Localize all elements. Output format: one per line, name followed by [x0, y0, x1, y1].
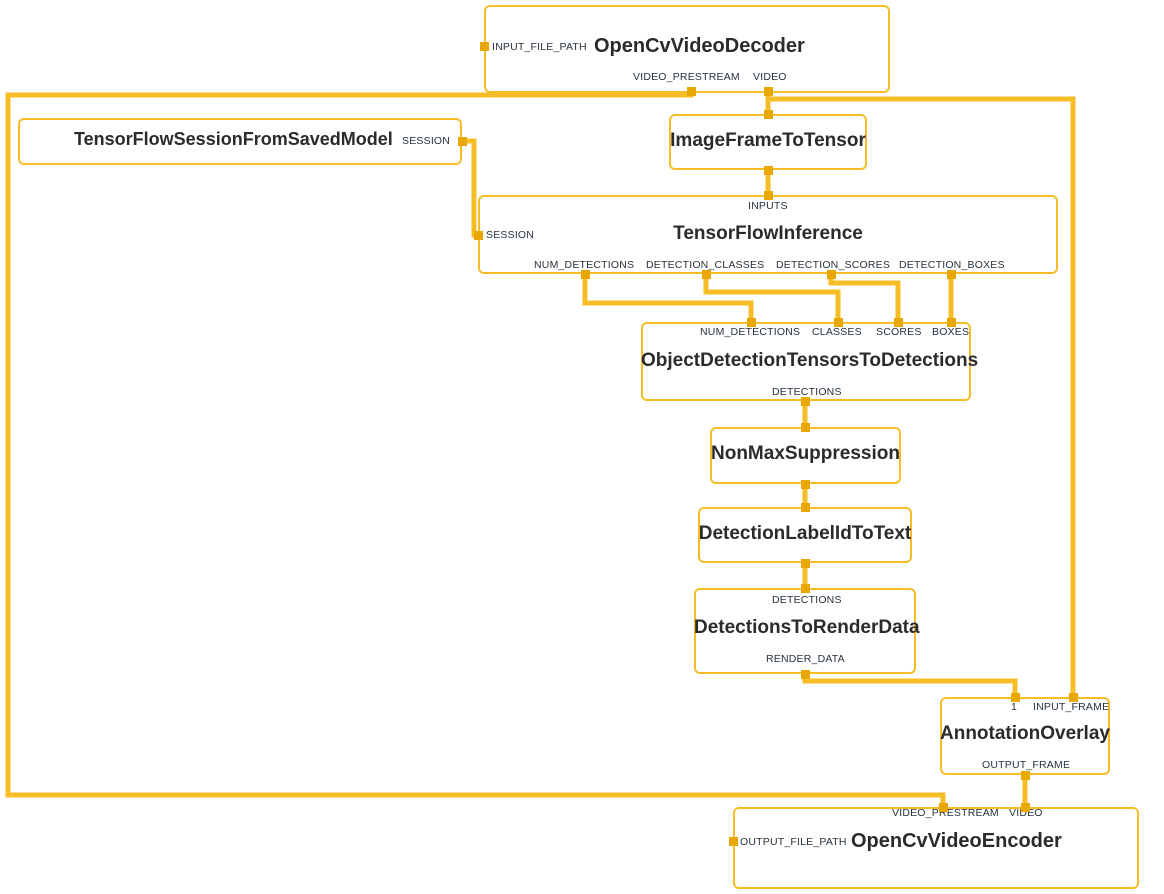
- port-encoder-video[interactable]: [1021, 803, 1030, 812]
- port-dlit-in[interactable]: [801, 503, 810, 512]
- port-label-inference-inputs: INPUTS: [748, 200, 788, 212]
- node-title-opencv-video-decoder: OpenCvVideoDecoder: [594, 35, 805, 57]
- port-label-odt-detections-out: DETECTIONS: [772, 386, 842, 398]
- node-title-image-frame-to-tensor: ImageFrameToTensor: [670, 130, 866, 151]
- port-label-session-out: SESSION: [402, 135, 451, 147]
- node-title-detection-label-id-to-text: DetectionLabelIdToText: [698, 523, 912, 544]
- port-label-odt-num-detections: NUM_DETECTIONS: [700, 326, 801, 338]
- port-overlay-input-frame[interactable]: [1069, 693, 1078, 702]
- port-overlay-index-one[interactable]: [1011, 693, 1020, 702]
- port-label-encoder-video: VIDEO: [1009, 807, 1043, 819]
- port-label-inference-detection-boxes: DETECTION_BOXES: [899, 259, 1005, 271]
- port-label-overlay-input-frame: INPUT_FRAME: [1033, 701, 1110, 713]
- port-odt-num-detections[interactable]: [747, 318, 756, 327]
- wire-num-detections: [582, 274, 754, 327]
- port-decoder-video[interactable]: [764, 87, 773, 96]
- port-label-inference-session: SESSION: [486, 229, 535, 241]
- port-inference-detection-scores[interactable]: [827, 270, 836, 279]
- port-odt-detections-out[interactable]: [801, 397, 810, 406]
- port-overlay-output-frame[interactable]: [1021, 771, 1030, 780]
- port-dtrd-render-data-out[interactable]: [801, 670, 810, 679]
- port-label-encoder-output-file-path: OUTPUT_FILE_PATH: [740, 836, 847, 848]
- port-label-dtrd-render-data-out: RENDER_DATA: [766, 653, 845, 665]
- port-label-overlay-index-one: 1: [1011, 701, 1018, 713]
- port-nms-in[interactable]: [801, 423, 810, 432]
- port-label-encoder-video-prestream: VIDEO_PRESTREAM: [892, 807, 999, 819]
- port-encoder-output-file-path[interactable]: [729, 837, 738, 846]
- port-inference-session[interactable]: [474, 231, 483, 240]
- wire-detection-classes: [703, 274, 841, 327]
- node-opencv-video-encoder[interactable]: [733, 807, 1139, 889]
- port-inference-detection-classes[interactable]: [702, 270, 711, 279]
- port-label-input-file-path: INPUT_FILE_PATH: [492, 41, 587, 53]
- port-label-inference-num-detections: NUM_DETECTIONS: [534, 259, 635, 271]
- port-image-frame-to-tensor-out[interactable]: [764, 166, 773, 175]
- node-opencv-video-decoder[interactable]: [484, 5, 890, 93]
- port-encoder-video-prestream[interactable]: [939, 803, 948, 812]
- port-session-output[interactable]: [458, 137, 467, 146]
- node-title-tensorflow-inference: TensorFlowInference: [673, 223, 863, 244]
- node-title-tensorflow-session-from-saved-model: TensorFlowSessionFromSavedModel: [74, 129, 393, 149]
- port-label-dtrd-detections-in: DETECTIONS: [772, 594, 842, 606]
- port-dtrd-detections-in[interactable]: [801, 584, 810, 593]
- port-odt-scores[interactable]: [894, 318, 903, 327]
- port-inference-inputs[interactable]: [764, 191, 773, 200]
- port-label-odt-scores: SCORES: [876, 326, 922, 338]
- port-label-inference-detection-scores: DETECTION_SCORES: [776, 259, 891, 271]
- port-inference-num-detections[interactable]: [581, 270, 590, 279]
- port-label-odt-boxes: BOXES: [932, 326, 970, 338]
- node-title-opencv-video-encoder: OpenCvVideoEncoder: [851, 830, 1062, 852]
- node-title-detections-to-render-data: DetectionsToRenderData: [694, 617, 920, 638]
- port-odt-classes[interactable]: [834, 318, 843, 327]
- port-label-decoder-video-prestream: VIDEO_PRESTREAM: [633, 71, 740, 83]
- port-label-inference-detection-classes: DETECTION_CLASSES: [646, 259, 765, 271]
- node-annotation-overlay[interactable]: [940, 697, 1110, 775]
- port-decoder-video-prestream[interactable]: [687, 87, 696, 96]
- node-title-annotation-overlay: AnnotationOverlay: [940, 723, 1110, 744]
- port-label-odt-classes: CLASSES: [812, 326, 862, 338]
- wire-render-to-overlay: [802, 674, 1018, 697]
- port-odt-boxes[interactable]: [947, 318, 956, 327]
- port-label-decoder-video: VIDEO: [753, 71, 787, 83]
- port-dlit-out[interactable]: [801, 559, 810, 568]
- port-label-overlay-output-frame: OUTPUT_FRAME: [982, 759, 1071, 771]
- node-title-object-detection-tensors-to-detections: ObjectDetectionTensorsToDetections: [641, 350, 979, 371]
- node-title-non-max-suppression: NonMaxSuppression: [711, 443, 900, 464]
- port-decoder-input-file-path[interactable]: [480, 42, 489, 51]
- port-nms-out[interactable]: [801, 480, 810, 489]
- port-image-frame-to-tensor-in[interactable]: [764, 110, 773, 119]
- port-inference-detection-boxes[interactable]: [947, 270, 956, 279]
